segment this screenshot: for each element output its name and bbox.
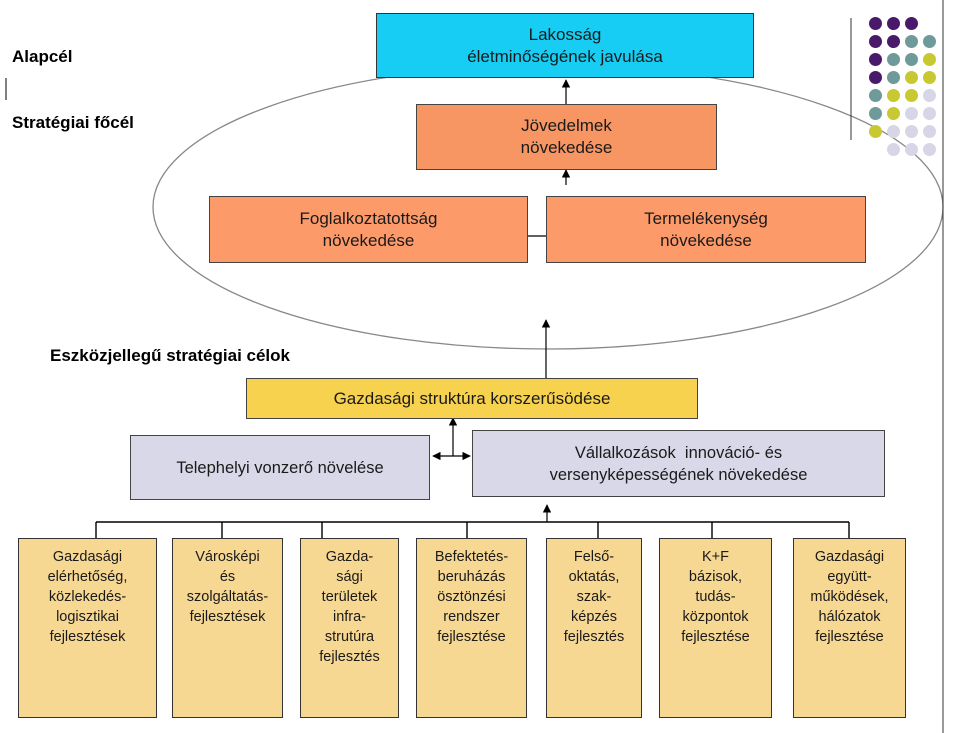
- sub-box-line: hálózatok: [818, 609, 881, 625]
- sub-box-line: infra-: [332, 609, 367, 625]
- sub-box-townscape: Városképi és szolgáltatás- fejlesztések: [172, 538, 283, 718]
- structure-box: Gazdasági struktúra korszerűsödése: [246, 378, 698, 419]
- sub-box-line: központok: [682, 609, 749, 625]
- sub-box-line: Felső-: [573, 549, 615, 565]
- sub-box-line: Gazda-: [325, 549, 374, 565]
- sub-box-line: fejlesztések: [49, 629, 126, 645]
- sub-box-line: Befektetés-: [434, 549, 509, 565]
- sub-box-line: bázisok,: [688, 569, 743, 585]
- sub-box-line: közlekedés-: [48, 589, 127, 605]
- employment-line2: növekedése: [322, 230, 415, 250]
- sub-box-line: rendszer: [443, 609, 500, 625]
- sub-box-line: ösztönzési: [437, 589, 506, 605]
- sub-box-line: fejlesztés: [563, 629, 625, 645]
- enterprise-line1: Vállalkozások innováció- és: [574, 443, 783, 462]
- income-box: Jövedelmek növekedése: [416, 104, 717, 170]
- sub-box-line: szolgáltatás-: [186, 589, 269, 605]
- sub-box-line: együtt-: [827, 569, 872, 585]
- employment-line1: Foglalkoztatottság: [299, 208, 438, 228]
- top-goal-box: Lakosság életminőségének javulása: [376, 13, 754, 78]
- sub-box-line: fejlesztése: [437, 629, 506, 645]
- sub-box-infrastructure: Gazda- sági területek infra- strutúra fe…: [300, 538, 399, 718]
- sub-box-line: Gazdasági: [814, 549, 885, 565]
- sub-box-line: beruházás: [437, 569, 506, 585]
- enterprise-box: Vállalkozások innováció- és versenyképes…: [472, 430, 885, 497]
- top-goal-line2: életminőségének javulása: [467, 46, 663, 66]
- sub-box-line: területek: [321, 589, 378, 605]
- sub-box-line: sági: [336, 569, 363, 585]
- label-strategiai-focel: Stratégiai főcél: [12, 113, 134, 132]
- employment-box: Foglalkoztatottság növekedése: [209, 196, 528, 263]
- sub-box-line: szak-: [576, 589, 612, 605]
- top-goal-line1: Lakosság: [528, 24, 602, 44]
- sub-box-line: és: [219, 569, 236, 585]
- site-box: Telephelyi vonzerő növelése: [130, 435, 430, 500]
- sub-box-accessibility: Gazdasági elérhetőség, közlekedés- logis…: [18, 538, 157, 718]
- sub-box-line: fejlesztése: [815, 629, 884, 645]
- sub-box-cooperation: Gazdasági együtt- működések, hálózatok f…: [793, 538, 906, 718]
- sub-box-line: strutúra: [324, 629, 375, 645]
- sub-box-line: képzés: [571, 609, 617, 625]
- sub-box-line: fejlesztések: [189, 609, 266, 625]
- sub-box-line: Gazdasági: [52, 549, 123, 565]
- sub-box-line: fejlesztés: [319, 649, 380, 665]
- enterprise-line2: versenyképességének növekedése: [549, 465, 808, 484]
- sub-box-education: Felső- oktatás, szak- képzés fejlesztés: [546, 538, 642, 718]
- sub-box-line: fejlesztése: [681, 629, 750, 645]
- productivity-box: Termelékenység növekedése: [546, 196, 866, 263]
- productivity-line1: Termelékenység: [644, 208, 768, 228]
- sub-box-line: oktatás,: [568, 569, 620, 585]
- income-line2: növekedése: [520, 138, 613, 157]
- sub-box-investment: Befektetés- beruházás ösztönzési rendsze…: [416, 538, 527, 718]
- label-alapcel: Alapcél: [12, 47, 73, 66]
- sub-box-line: K+F: [701, 549, 729, 565]
- label-eszkozjellegu: Eszközjellegű stratégiai célok: [50, 346, 290, 365]
- sub-box-line: működések,: [810, 589, 889, 605]
- sub-box-line: tudás-: [695, 589, 736, 605]
- sub-box-rnd: K+F bázisok, tudás- központok fejlesztés…: [659, 538, 772, 718]
- sub-box-line: Városképi: [195, 549, 260, 565]
- sub-box-line: logisztikai: [56, 609, 119, 625]
- income-line1: Jövedelmek: [521, 116, 612, 135]
- productivity-line2: növekedése: [660, 230, 752, 250]
- sub-box-line: elérhetőség,: [47, 569, 128, 585]
